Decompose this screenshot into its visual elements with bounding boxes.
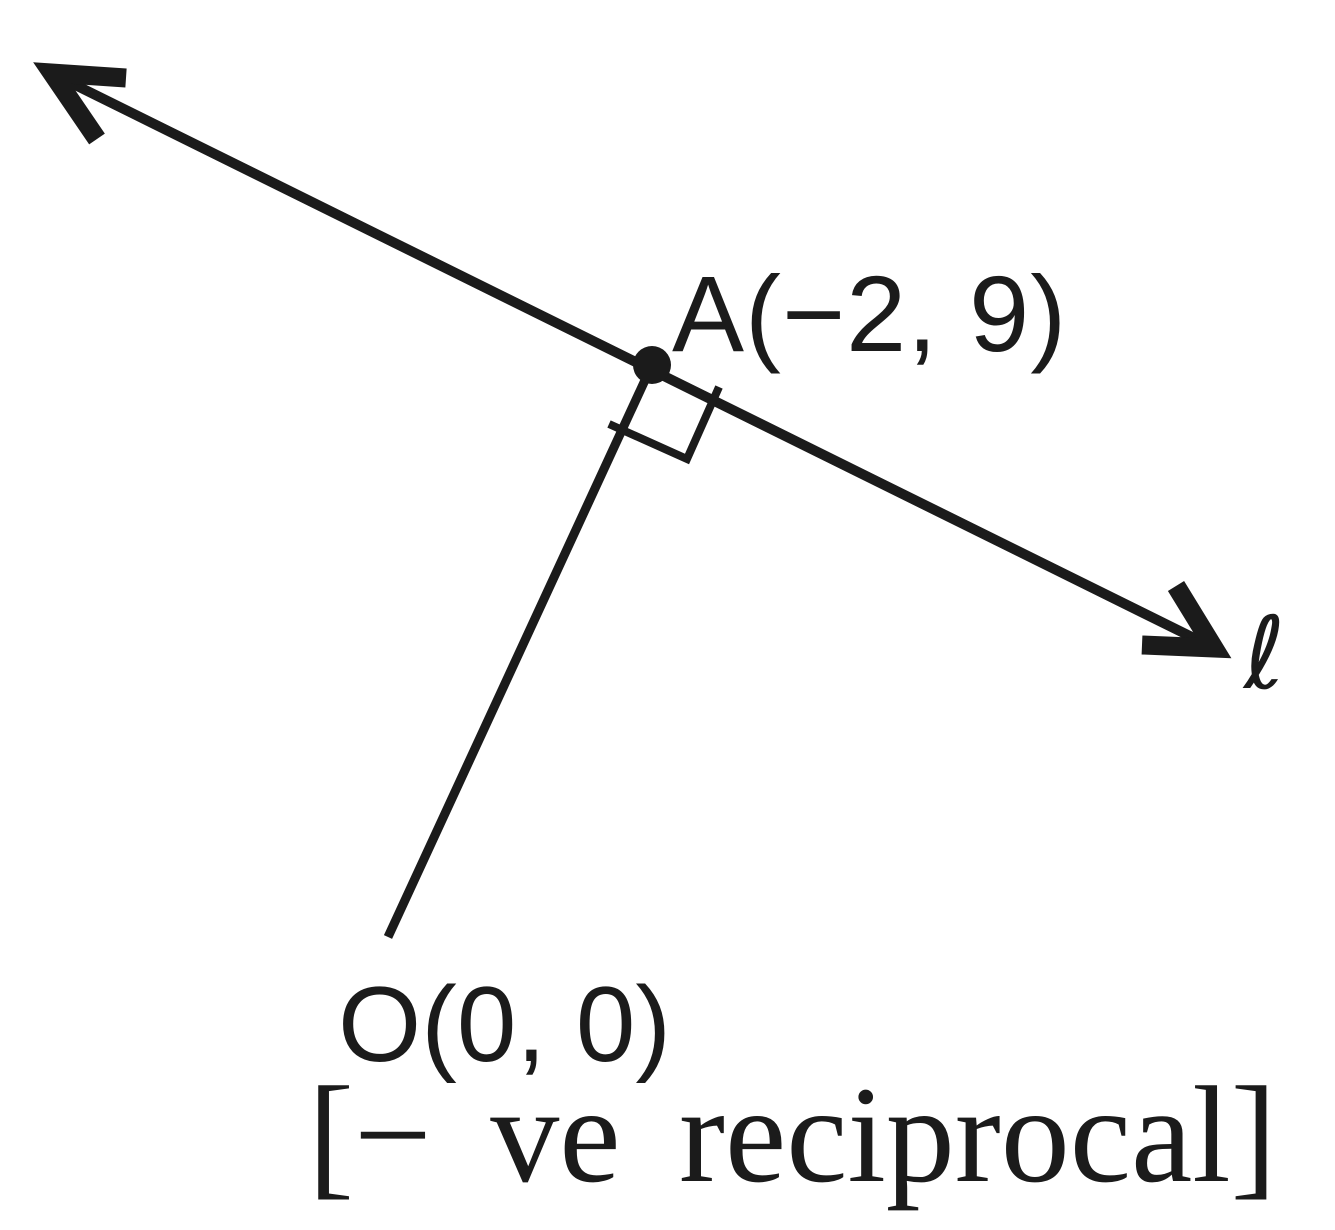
point-a-label: A(−2, 9) — [672, 253, 1067, 374]
line-l-label: ℓ — [1242, 595, 1285, 712]
right-arrowhead-icon — [1141, 581, 1232, 659]
origin-label: O(0, 0) — [338, 964, 671, 1084]
negative-reciprocal-note: [− ve reciprocal] — [308, 1058, 1277, 1211]
line-l — [52, 70, 1211, 650]
perpendicular-segment-oa — [383, 363, 657, 939]
left-arrowhead-icon — [33, 62, 127, 145]
right-angle-marker — [607, 385, 723, 465]
point-a-dot — [633, 346, 671, 384]
